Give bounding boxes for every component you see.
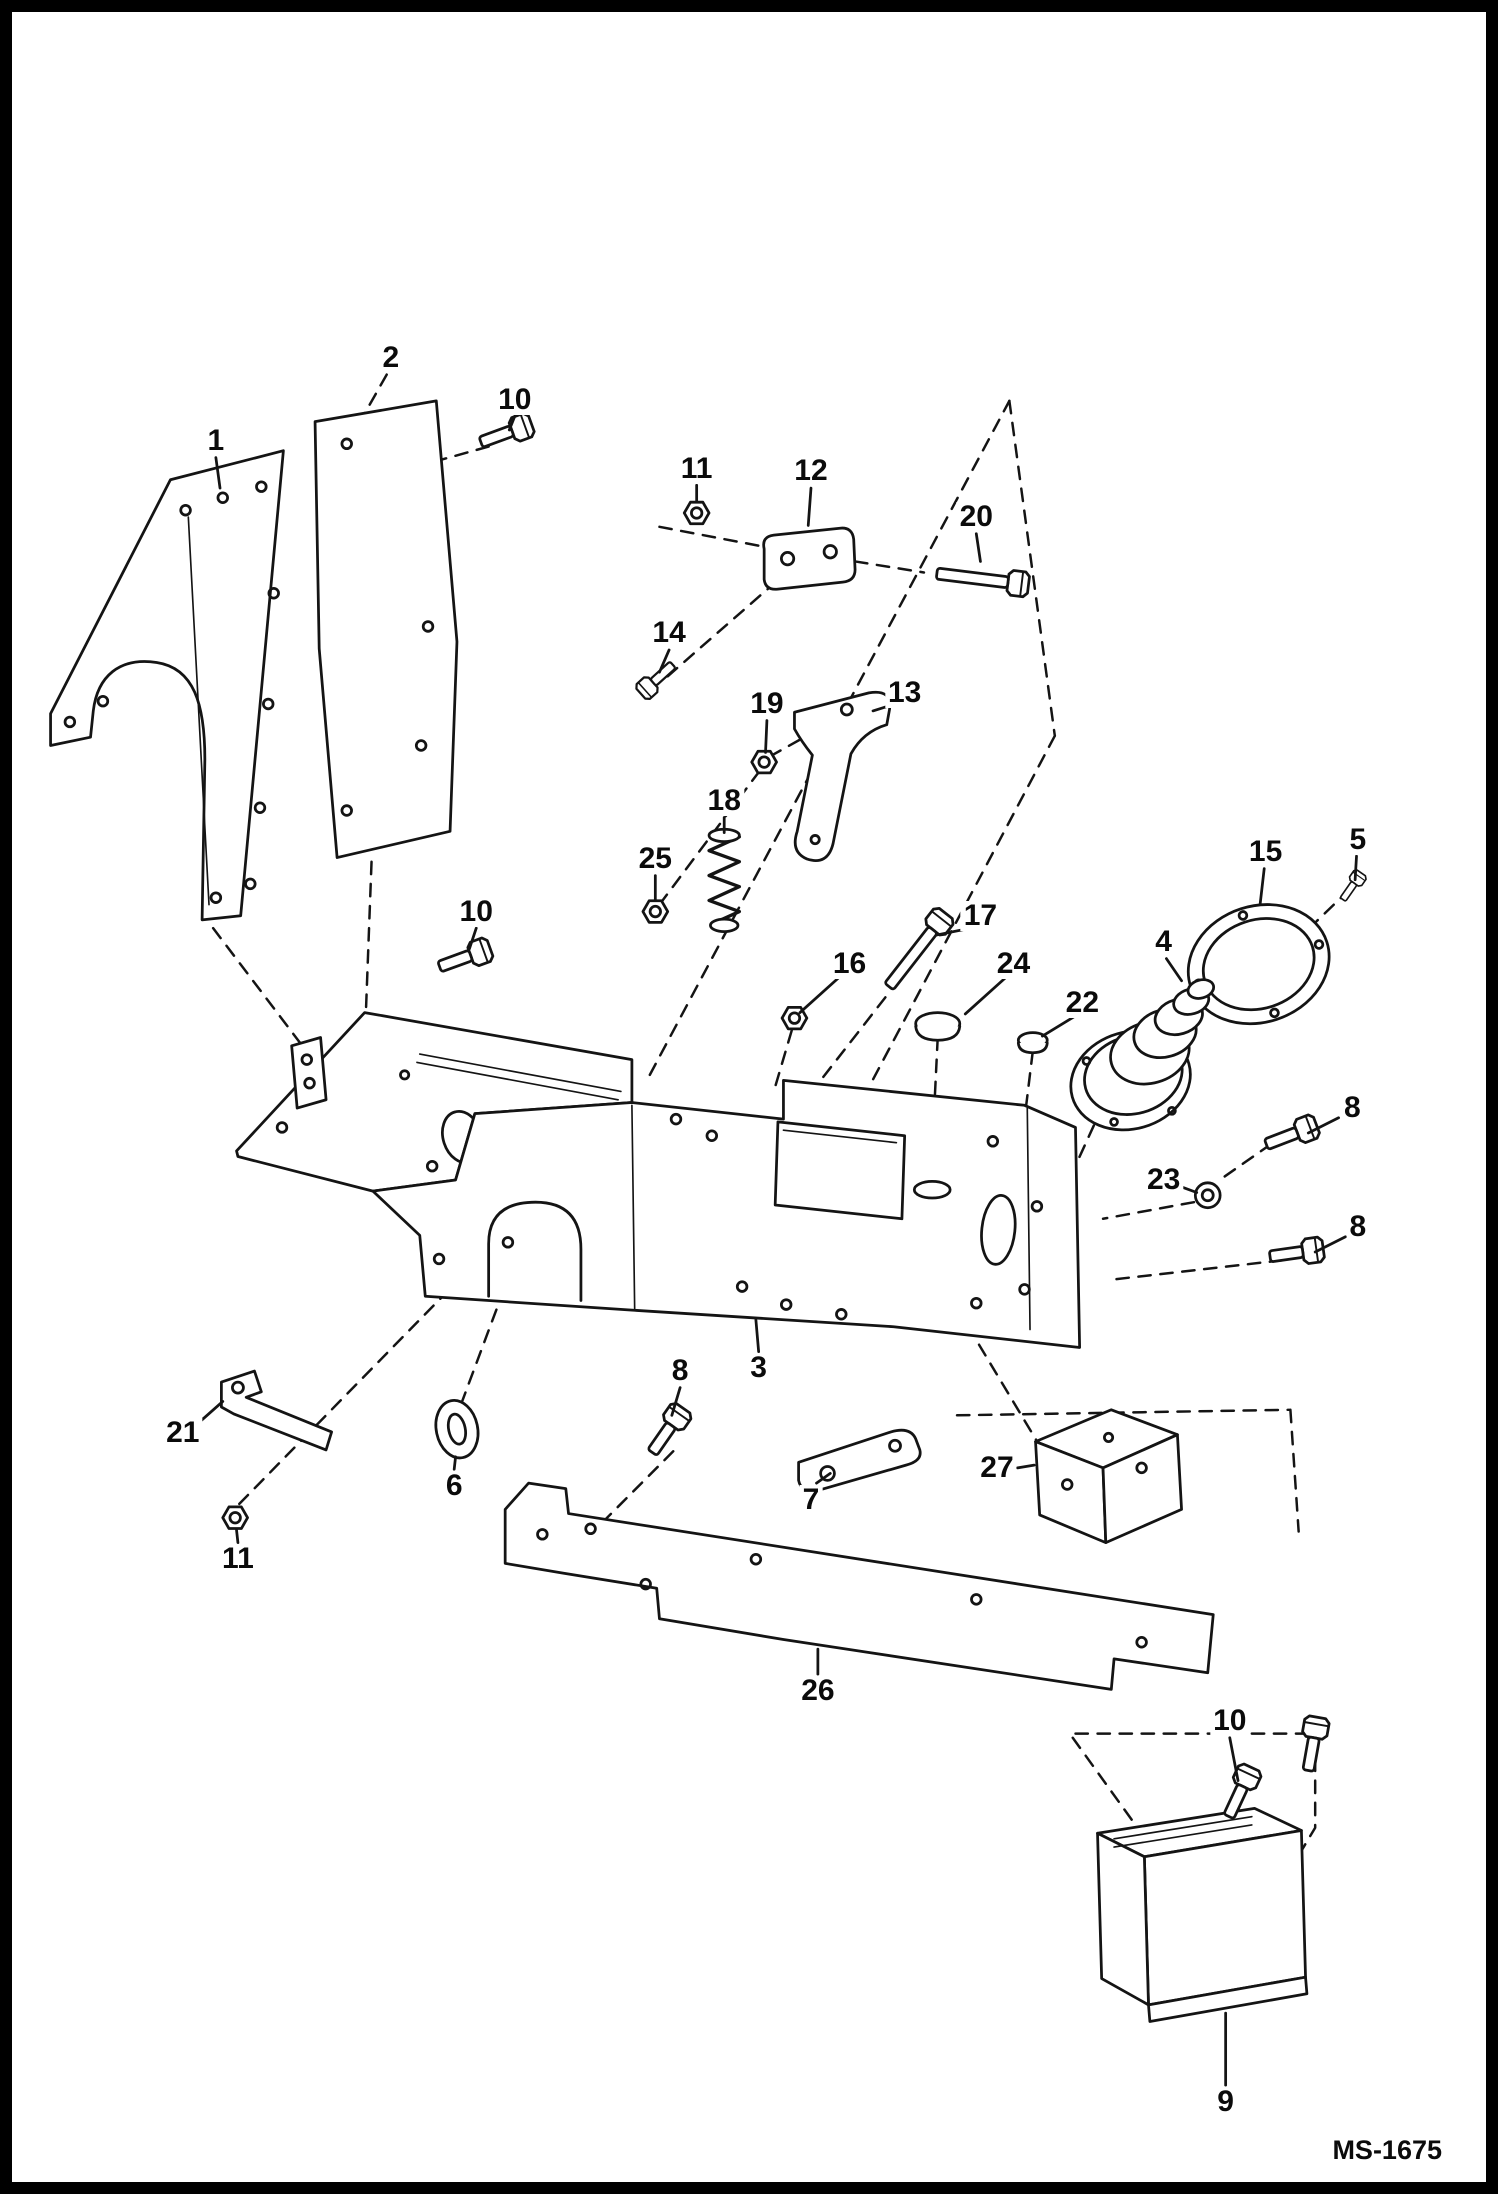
callout-5: 5 — [1346, 824, 1370, 855]
part-9-bracket — [1096, 1806, 1309, 2023]
part-12-bracket — [762, 526, 857, 591]
callout-10: 10 — [1210, 1706, 1250, 1737]
callout-24: 24 — [993, 949, 1034, 980]
part-27-corner-bracket — [1034, 1408, 1183, 1545]
callout-12: 12 — [791, 456, 831, 487]
callout-11: 11 — [219, 1544, 257, 1575]
callout-26: 26 — [798, 1675, 838, 1706]
part-18-spring — [707, 827, 742, 934]
part-1-side-panel — [49, 449, 285, 922]
callout-25: 25 — [635, 843, 675, 874]
figure-code: MS-1675 — [1332, 2135, 1442, 2165]
part-22-plug — [1016, 1031, 1049, 1055]
callout-6: 6 — [442, 1470, 466, 1501]
callout-8: 8 — [1341, 1093, 1364, 1124]
part-26-bottom-panel — [503, 1481, 1215, 1691]
callout-17: 17 — [960, 900, 1001, 931]
callout-1: 1 — [204, 426, 228, 457]
callout-10: 10 — [495, 384, 535, 415]
callout-10: 10 — [456, 896, 496, 927]
callout-11: 11 — [677, 453, 716, 484]
callout-23: 23 — [1143, 1165, 1184, 1196]
exploded-view-drawing — [49, 373, 1369, 2087]
part-21-bracket — [220, 1369, 333, 1452]
washer-23 — [1193, 1181, 1222, 1210]
fasteners — [221, 410, 1369, 1824]
callout-21: 21 — [163, 1418, 203, 1449]
callout-2: 2 — [379, 342, 403, 373]
callout-18: 18 — [704, 785, 744, 816]
callout-3: 3 — [747, 1353, 770, 1384]
part-6-grommet — [434, 1399, 480, 1460]
part-2-side-panel — [313, 399, 459, 859]
part-4-boot — [1069, 978, 1216, 1132]
callout-20: 20 — [956, 502, 996, 533]
callout-19: 19 — [747, 688, 787, 719]
callout-7: 7 — [799, 1484, 823, 1515]
callout-15: 15 — [1245, 837, 1286, 868]
callout-4: 4 — [1152, 927, 1175, 957]
part-3-main-frame — [235, 1011, 1081, 1349]
callout-22: 22 — [1062, 987, 1103, 1018]
callout-leader-lines — [197, 414, 1358, 2087]
callout-13: 13 — [884, 677, 925, 708]
callout-8: 8 — [668, 1356, 692, 1387]
part-24-plug — [914, 1011, 962, 1042]
part-15-ring — [1186, 903, 1331, 1026]
callout-16: 16 — [829, 949, 870, 980]
callout-14: 14 — [649, 618, 689, 649]
callout-9: 9 — [1214, 2086, 1237, 2117]
callout-27: 27 — [977, 1452, 1017, 1483]
callout-8: 8 — [1346, 1212, 1370, 1243]
